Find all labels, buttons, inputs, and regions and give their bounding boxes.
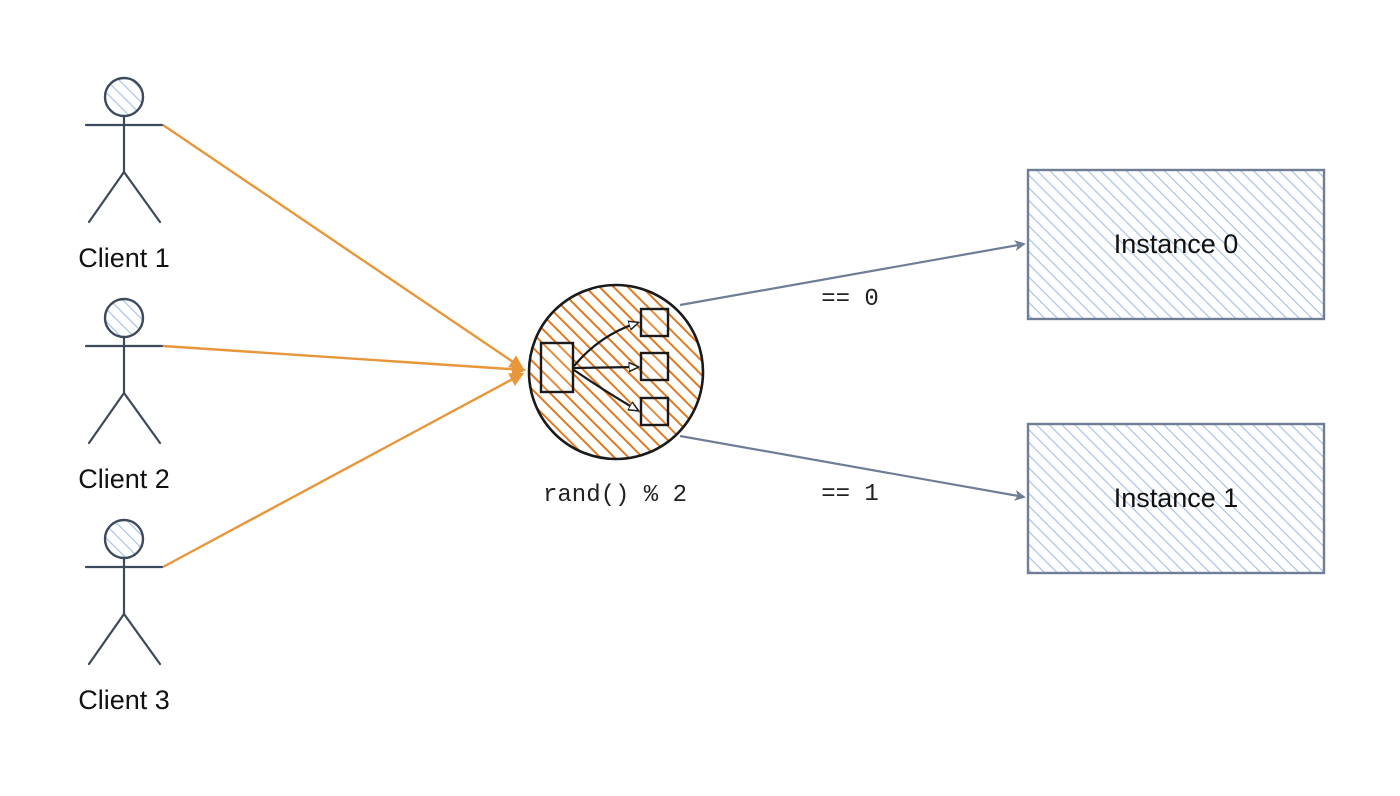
load-balancer <box>527 283 705 461</box>
route-arrows <box>679 240 1026 501</box>
client-1-arrow <box>162 124 524 370</box>
client-1-label: Client 1 <box>78 243 170 273</box>
client-1-head <box>103 76 145 118</box>
route-arrow-1 <box>679 434 1026 501</box>
load-balancer-circle <box>527 283 705 461</box>
client-3-arrow <box>162 372 525 569</box>
instance-0-label: Instance 0 <box>1114 229 1239 259</box>
instance-1-label: Instance 1 <box>1114 483 1239 513</box>
client-2-arrow <box>162 344 527 377</box>
client-1-figure <box>84 76 164 224</box>
load-balancer-label: rand() % 2 <box>543 482 687 509</box>
route-condition-1: == 1 <box>821 481 879 508</box>
instance-0-box <box>1026 168 1326 321</box>
client-2-head <box>103 297 145 339</box>
client-3-head <box>103 518 145 560</box>
route-condition-0: == 0 <box>821 286 879 313</box>
client-2-figure <box>84 297 164 445</box>
route-arrow-0 <box>679 240 1026 307</box>
client-2-label: Client 2 <box>78 464 170 494</box>
client-3-label: Client 3 <box>78 685 170 715</box>
instance-1-box <box>1026 422 1326 575</box>
client-arrows <box>162 124 527 569</box>
load-balancer-icon <box>539 307 670 427</box>
client-3-figure <box>84 518 164 666</box>
